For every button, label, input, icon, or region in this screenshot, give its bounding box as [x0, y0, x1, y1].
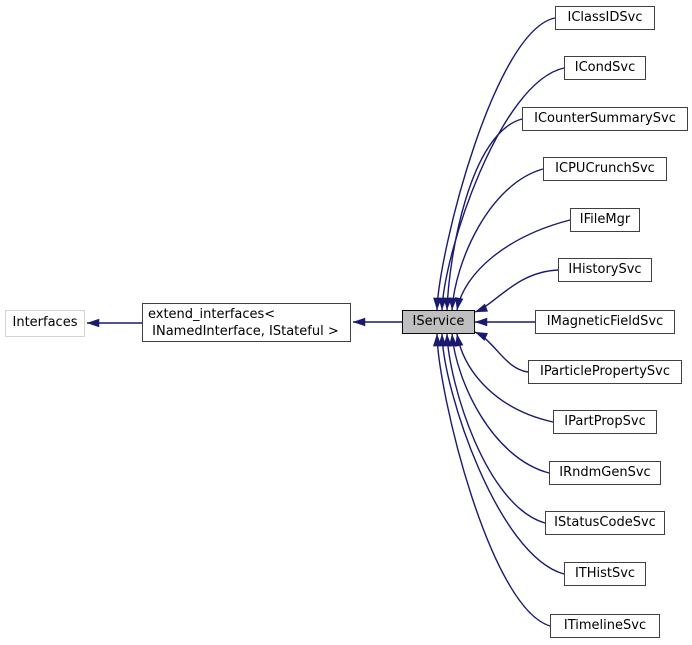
node-icondsvc[interactable]: ICondSvc [564, 56, 646, 80]
node-icountersummarysvc[interactable]: ICounterSummarySvc [522, 107, 688, 131]
node-ihistorysvc[interactable]: IHistorySvc [558, 258, 652, 282]
node-ipartpropsvc[interactable]: IPartPropSvc [553, 410, 657, 434]
node-irndmgensvc[interactable]: IRndmGenSvc [549, 461, 661, 485]
node-iservice: IService [402, 310, 475, 334]
node-iclassidsvc[interactable]: IClassIDSvc [555, 6, 655, 30]
node-iparticlepropertysvc[interactable]: IParticlePropertySvc [528, 360, 682, 384]
node-itimelinesvc[interactable]: ITimelineSvc [550, 614, 660, 638]
node-icpucrunchsvc[interactable]: ICPUCrunchSvc [543, 157, 667, 181]
node-interfaces: Interfaces [5, 310, 85, 337]
node-ifilemgr[interactable]: IFileMgr [570, 208, 640, 232]
extend-interfaces-line1: extend_interfaces< [148, 306, 276, 322]
extend-interfaces-line2: INamedInterface, IStateful > [148, 323, 339, 339]
node-ithistsvc[interactable]: ITHistSvc [564, 562, 646, 586]
node-istatuscodesvc[interactable]: IStatusCodeSvc [545, 511, 665, 535]
node-extend-interfaces[interactable]: extend_interfaces< INamedInterface, ISta… [142, 303, 351, 342]
node-imagneticfieldsvc[interactable]: IMagneticFieldSvc [535, 310, 675, 334]
